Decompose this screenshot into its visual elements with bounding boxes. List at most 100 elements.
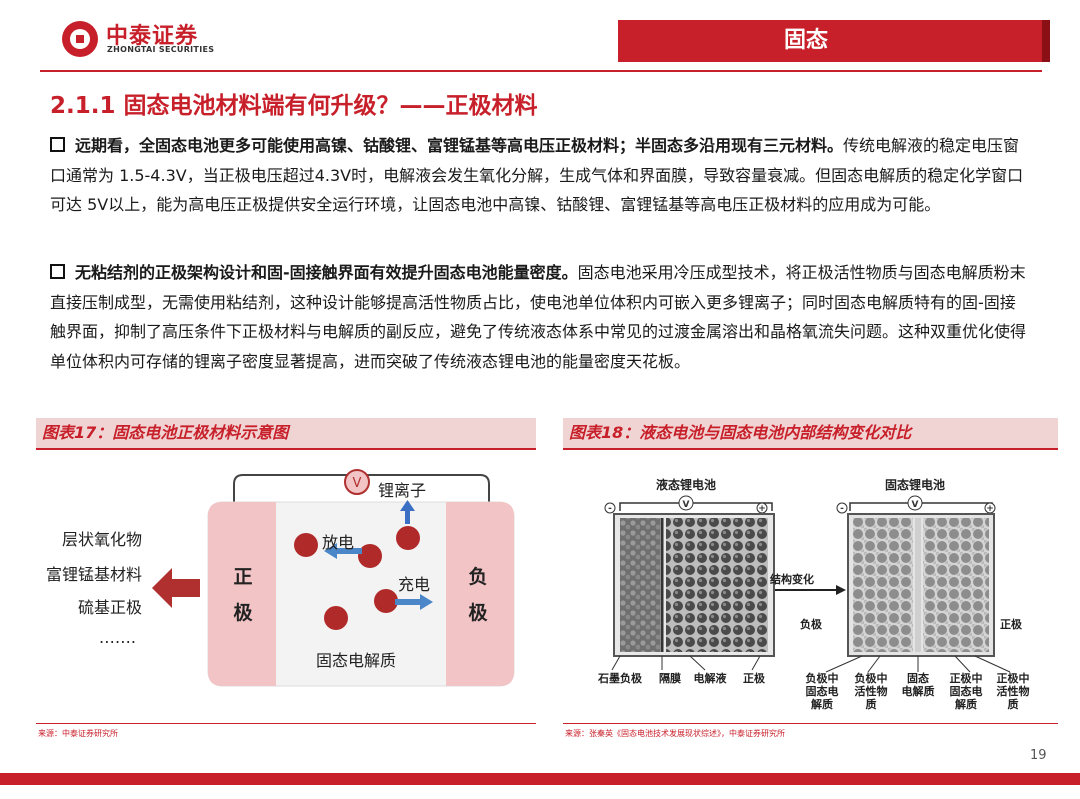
lithium-ion xyxy=(324,606,348,630)
solid-label: 负极中 xyxy=(806,671,839,685)
liquid-label: 石墨负极 xyxy=(597,671,643,685)
lithium-ion xyxy=(396,526,420,550)
bullet-square-icon xyxy=(50,264,65,279)
solid-battery-title: 固态锂电池 xyxy=(885,477,945,492)
material-item: 富锂锰基材料 xyxy=(46,565,142,584)
anode-block xyxy=(446,502,514,686)
figure-18-divider xyxy=(563,723,1058,724)
structure-change-label: 结构变化 xyxy=(769,572,814,586)
material-item: 硫基正极 xyxy=(78,598,142,617)
lithium-ion xyxy=(358,544,382,568)
minus-label: - xyxy=(840,504,844,514)
section-tag-bar xyxy=(618,20,1042,62)
solid-label: 正极中 xyxy=(997,671,1030,685)
minus-label: - xyxy=(608,504,612,514)
solid-label: 质 xyxy=(1008,697,1019,711)
electrolyte-label: 固态电解质 xyxy=(316,651,396,670)
liquid-cathode-block xyxy=(666,518,768,652)
figure-18-header: 图表18：液态电池与固态电池内部结构变化对比 xyxy=(563,418,1058,450)
cathode-block xyxy=(208,502,276,686)
logo-mark-center xyxy=(76,35,84,43)
plus-label: + xyxy=(758,504,766,514)
material-arrow-icon xyxy=(152,568,172,608)
minus-terminal-icon xyxy=(836,502,848,514)
paragraph-1-lead: 远期看，全固态电池更多可能使用高镍、钴酸锂、富锂锰基等高电压正极材料；半固态多沿… xyxy=(75,136,844,155)
figure-17-title: 图表17：固态电池正极材料示意图 xyxy=(42,423,289,442)
brand-name-cn: 中泰证券 xyxy=(106,24,199,49)
paragraph-2-body: 固态电池采用冷压成型技术，将正极活性物质与固态电解质粉末直接压制成型，无需使用粘… xyxy=(50,263,1027,371)
minus-terminal-icon xyxy=(604,502,616,514)
solid-anode-block xyxy=(853,518,913,652)
material-item: 层状氧化物 xyxy=(62,530,142,549)
paragraph-1: 远期看，全固态电池更多可能使用高镍、钴酸锂、富锂锰基等高电压正极材料；半固态多沿… xyxy=(50,131,1030,220)
discharge-arrow-icon xyxy=(324,543,337,559)
figure-17-divider xyxy=(36,723,536,724)
charge-label: 充电 xyxy=(398,575,430,594)
side-label-negative: 负极 xyxy=(800,617,823,631)
lithium-ion xyxy=(294,533,318,557)
liquid-label: 电解液 xyxy=(694,671,728,685)
figure-18-diagram: 液态锂电池 固态锂电池 V - + 石墨负极 隔膜 电解液 正极 结构变化 负极… xyxy=(597,477,1030,711)
paragraph-2: 无粘结剂的正极架构设计和固-固接触界面有效提升固态电池能量密度。固态电池采用冷压… xyxy=(50,258,1030,376)
label-leader xyxy=(825,655,863,673)
discharge-arrow-icon xyxy=(336,548,362,554)
graphite-anode-block xyxy=(620,518,660,652)
material-item: ……. xyxy=(99,628,136,647)
figure-17-diagram: V 锂离子 放电 充电 正 极 负 极 固态电解质 层状氧化物 富锂锰基材料 硫… xyxy=(46,469,515,687)
label-leader xyxy=(954,655,971,673)
solid-label: 质 xyxy=(866,697,877,711)
liquid-label: 隔膜 xyxy=(659,671,681,685)
solid-label: 负极中 xyxy=(855,671,888,685)
solid-voltmeter-label: V xyxy=(912,500,919,510)
structure-change-arrow-icon xyxy=(836,585,846,595)
voltmeter-label: V xyxy=(353,476,362,491)
solid-electrolyte-layer xyxy=(915,518,921,652)
charge-arrow-icon xyxy=(395,599,421,605)
solid-label: 活性物 xyxy=(997,684,1030,698)
material-arrow-icon xyxy=(170,579,200,597)
label-leader xyxy=(867,655,881,673)
liquid-label: 正极 xyxy=(743,671,766,685)
solid-label: 正极中 xyxy=(950,671,983,685)
label-leader xyxy=(611,655,621,671)
cathode-label: 正 xyxy=(233,566,252,588)
brand-name-en: ZHONGTAI SECURITIES xyxy=(107,45,215,54)
discharge-label: 放电 xyxy=(322,533,354,552)
solid-label: 固态电 xyxy=(950,684,983,698)
figure-17-header: 图表17：固态电池正极材料示意图 xyxy=(36,418,536,450)
anode-label: 负 xyxy=(468,565,487,588)
liquid-battery-title: 液态锂电池 xyxy=(656,477,716,492)
solid-label: 固态电 xyxy=(806,684,839,698)
label-leader xyxy=(974,655,1011,673)
anode-label: 极 xyxy=(468,601,488,624)
solid-label: 解质 xyxy=(811,697,833,711)
solid-label: 解质 xyxy=(955,697,977,711)
liquid-circuit-wire xyxy=(619,502,773,511)
paragraph-1-body: 传统电解液的稳定电压窗口通常为 1.5-4.3V，当正极电压超过4.3V时，电解… xyxy=(50,136,1024,214)
page-number: 19 xyxy=(1030,748,1047,763)
solid-cathode-block xyxy=(923,518,989,652)
solid-label: 电解质 xyxy=(902,684,935,698)
figure-18-title: 图表18：液态电池与固态电池内部结构变化对比 xyxy=(569,423,912,442)
lithium-ion-label: 锂离子 xyxy=(378,481,426,500)
liquid-voltmeter-icon xyxy=(678,495,694,511)
charge-arrow-icon xyxy=(420,594,433,610)
figure-18-source: 来源：张秦英《固态电池技术发展现状综述》，中泰证券研究所 xyxy=(565,729,785,738)
paragraph-2-lead: 无粘结剂的正极架构设计和固-固接触界面有效提升固态电池能量密度。 xyxy=(75,263,578,282)
page-title: 2.1.1 固态电池材料端有何升级？——正极材料 xyxy=(50,93,538,119)
solid-label: 固态 xyxy=(907,671,929,685)
solid-voltmeter-icon xyxy=(907,495,923,511)
footer-bar xyxy=(0,773,1080,785)
section-tag-accent xyxy=(1042,20,1050,62)
cathode-label: 极 xyxy=(233,601,253,624)
label-leader xyxy=(751,655,761,671)
bullet-square-icon xyxy=(50,137,65,152)
header-divider xyxy=(40,70,1042,72)
section-tag: 固态 xyxy=(783,28,828,53)
liquid-voltmeter-label: V xyxy=(683,500,690,510)
ion-arrow-up-icon xyxy=(405,510,410,524)
label-leader xyxy=(689,655,706,671)
figure-17-source: 来源：中泰证券研究所 xyxy=(38,729,118,738)
ion-arrow-up-icon xyxy=(400,500,415,511)
solid-label: 活性物 xyxy=(855,684,888,698)
